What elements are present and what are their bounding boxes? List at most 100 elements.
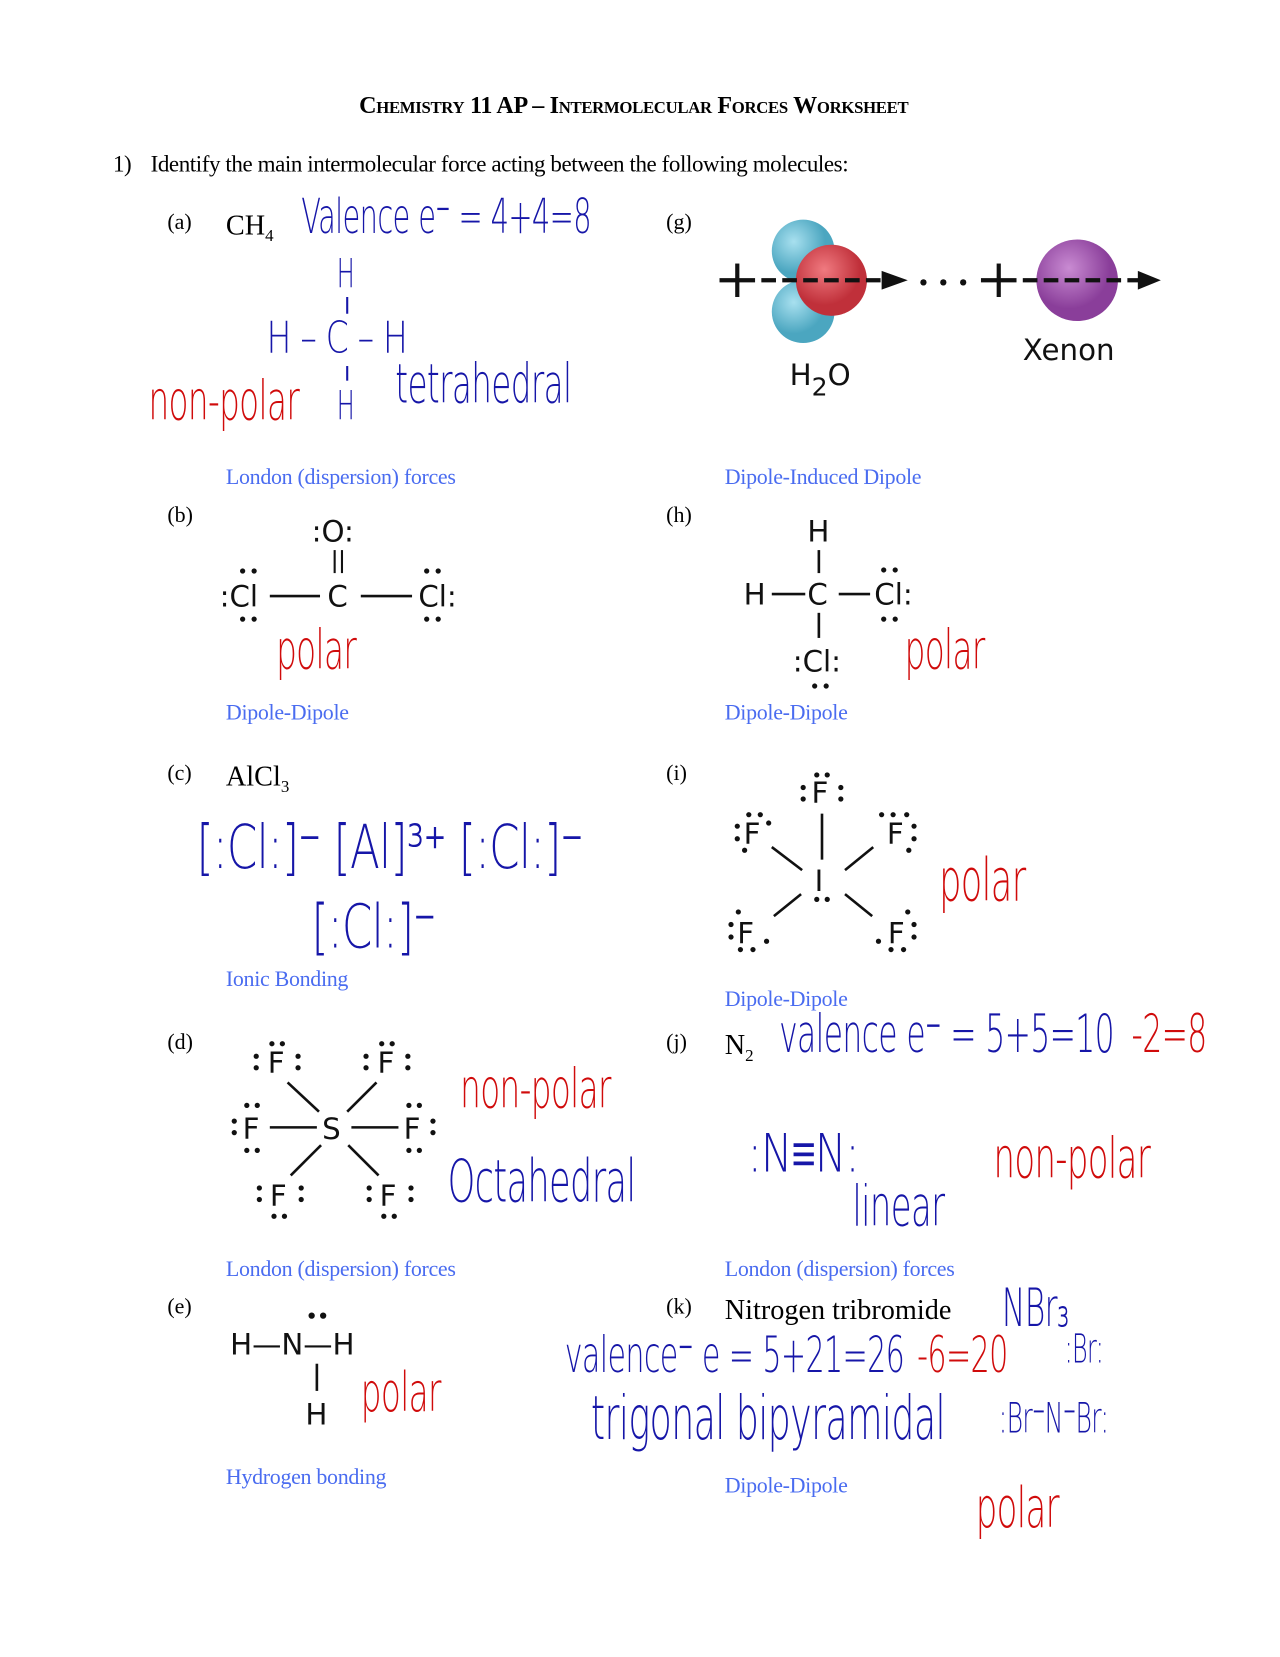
fluorine-atom: F xyxy=(744,817,761,851)
chlorine-atom: Cl: xyxy=(874,577,912,611)
dotted-interaction xyxy=(920,279,967,286)
item-k-br-top: :Br: xyxy=(1064,1326,1104,1373)
item-d-answer: London (dispersion) forces xyxy=(225,1256,456,1282)
hydrogen-atom: H xyxy=(744,577,766,611)
item-k-valence-note: valence⁻ e = 5+21=26 xyxy=(564,1326,905,1385)
hydrogen-atom: H xyxy=(305,1397,327,1431)
sulfur-atom: S xyxy=(322,1112,341,1146)
chlorine-atom: :Cl: xyxy=(793,644,841,678)
item-e-polarity-note: polar xyxy=(360,1361,442,1425)
lone-pair-dots xyxy=(728,772,917,953)
fluorine-atom: F xyxy=(378,1046,395,1080)
item-j-label: (j) xyxy=(666,1029,687,1055)
item-k-answer: Dipole-Dipole xyxy=(724,1472,848,1498)
arrowhead xyxy=(881,270,908,290)
iodine-atom: I xyxy=(815,864,824,898)
fluorine-atom: F xyxy=(243,1112,260,1146)
item-e-lewis-structure: H—N—H H xyxy=(230,1312,355,1431)
formula-subscript: 2 xyxy=(745,1046,754,1066)
item-j-polarity-note: non-polar xyxy=(993,1125,1151,1192)
formula-subscript: 3 xyxy=(280,777,290,797)
ammonia-row: H—N—H xyxy=(230,1327,354,1361)
fluorine-atom: F xyxy=(380,1179,397,1213)
item-g-label: (g) xyxy=(666,209,692,235)
question-number: 1) xyxy=(112,150,132,177)
fluorine-atom: F xyxy=(887,817,904,851)
item-b-answer: Dipole-Dipole xyxy=(225,699,349,725)
item-e-answer: Hydrogen bonding xyxy=(225,1464,387,1490)
dipole-arrows xyxy=(719,263,1140,298)
item-j-shape-note: linear xyxy=(852,1173,945,1240)
item-k-name: Nitrogen tribromide xyxy=(724,1293,952,1326)
item-c-label: (c) xyxy=(167,760,192,786)
fluorine-atom: F xyxy=(812,776,829,810)
item-a-formula: CH4 xyxy=(226,209,274,246)
fluorine-atom: F xyxy=(270,1179,287,1213)
item-g-answer: Dipole-Induced Dipole xyxy=(724,464,922,490)
item-b-label: (b) xyxy=(167,501,193,528)
oxygen-atom: :O: xyxy=(312,515,354,549)
item-k-shape-note: trigonal bipyramidal xyxy=(590,1382,946,1454)
chlorine-atom: :Cl xyxy=(220,580,258,614)
item-j-formula: N2 xyxy=(725,1029,754,1066)
item-d-shape-note: Octahedral xyxy=(447,1148,637,1217)
item-a-polarity-note: non-polar xyxy=(148,370,300,433)
valence-blue-text: valence e⁻ = 5+5=10 xyxy=(779,1003,1114,1065)
item-j-lewis-note: :N≡N: xyxy=(747,1123,860,1184)
item-b-polarity-note: polar xyxy=(276,619,357,682)
hydrogen-atom: H xyxy=(807,515,829,549)
carbon-atom: C xyxy=(807,577,827,611)
water-label: H2O xyxy=(790,358,851,401)
item-a-atom-row: H – C – H xyxy=(266,311,408,363)
item-k-valence-red: -6=20 xyxy=(917,1326,1008,1385)
fluorine-atom: F xyxy=(268,1046,285,1080)
carbon-atom: C xyxy=(327,580,347,614)
item-c-ion-bottom: [:Cl:]⁻ xyxy=(311,891,437,963)
item-j-valence-note: valence e⁻ = 5+5=10 xyxy=(779,1004,1280,1065)
formula-text: AlCl xyxy=(225,760,281,792)
page-title: Chemistry 11 AP – Intermolecular Forces … xyxy=(359,92,909,119)
item-i-lewis-structure: I F F F F F xyxy=(728,772,917,953)
item-j-answer: London (dispersion) forces xyxy=(724,1256,955,1282)
item-h-label: (h) xyxy=(666,501,692,528)
item-k-label: (k) xyxy=(666,1293,692,1319)
item-c-formula: AlCl3 xyxy=(226,760,289,797)
item-k-polarity-note: polar xyxy=(975,1474,1060,1541)
item-j-valence-red: -2=8 xyxy=(1131,1003,1208,1065)
fluorine-atom: F xyxy=(737,916,754,950)
item-a-answer: London (dispersion) forces xyxy=(225,464,456,490)
item-b-lewis-structure: :O: :Cl C Cl: H H C Cl: :Cl: xyxy=(220,515,913,689)
item-a-shape-note: tetrahedral xyxy=(395,353,572,417)
lone-pair-dots xyxy=(231,1041,436,1219)
item-a-label: (a) xyxy=(167,209,192,235)
item-d-label: (d) xyxy=(167,1029,193,1055)
item-i-answer: Dipole-Dipole xyxy=(724,986,848,1012)
item-a-valence-note: Valence e⁻ = 4+4=8 xyxy=(301,188,591,245)
item-a-atom-top: H xyxy=(336,250,355,298)
water-xenon-illustration: H2O Xenon xyxy=(719,219,1161,401)
item-i-label: (i) xyxy=(666,760,687,786)
chlorine-atom: Cl: xyxy=(418,580,456,614)
arrowhead xyxy=(1137,270,1161,290)
item-a-atom-bottom: H xyxy=(336,382,355,429)
fluorine-atom: F xyxy=(888,916,905,950)
bond xyxy=(346,297,349,314)
fluorine-atom: F xyxy=(404,1112,421,1146)
formula-text: CH xyxy=(225,209,266,241)
question-text: Identify the main intermolecular force a… xyxy=(150,150,849,177)
item-c-answer: Ionic Bonding xyxy=(225,966,349,992)
xenon-label: Xenon xyxy=(1023,333,1115,367)
item-h-polarity-note: polar xyxy=(904,619,986,682)
item-k-formula-note: NBr₃ xyxy=(1001,1277,1070,1339)
formula-subscript: 4 xyxy=(265,226,274,246)
item-d-polarity-note: non-polar xyxy=(460,1058,611,1122)
item-h-answer: Dipole-Dipole xyxy=(724,699,848,725)
item-c-ions-row: [:Cl:]⁻ [Al]³⁺ [:Cl:]⁻ xyxy=(196,811,584,883)
bond xyxy=(346,366,349,381)
item-i-polarity-note: polar xyxy=(939,847,1026,916)
item-e-label: (e) xyxy=(167,1293,192,1319)
formula-text: N xyxy=(724,1029,746,1061)
item-k-lewis-note: :Br⁻N⁻Br: xyxy=(998,1395,1109,1444)
item-d-lewis-structure: S F F F F F F xyxy=(231,1041,436,1219)
